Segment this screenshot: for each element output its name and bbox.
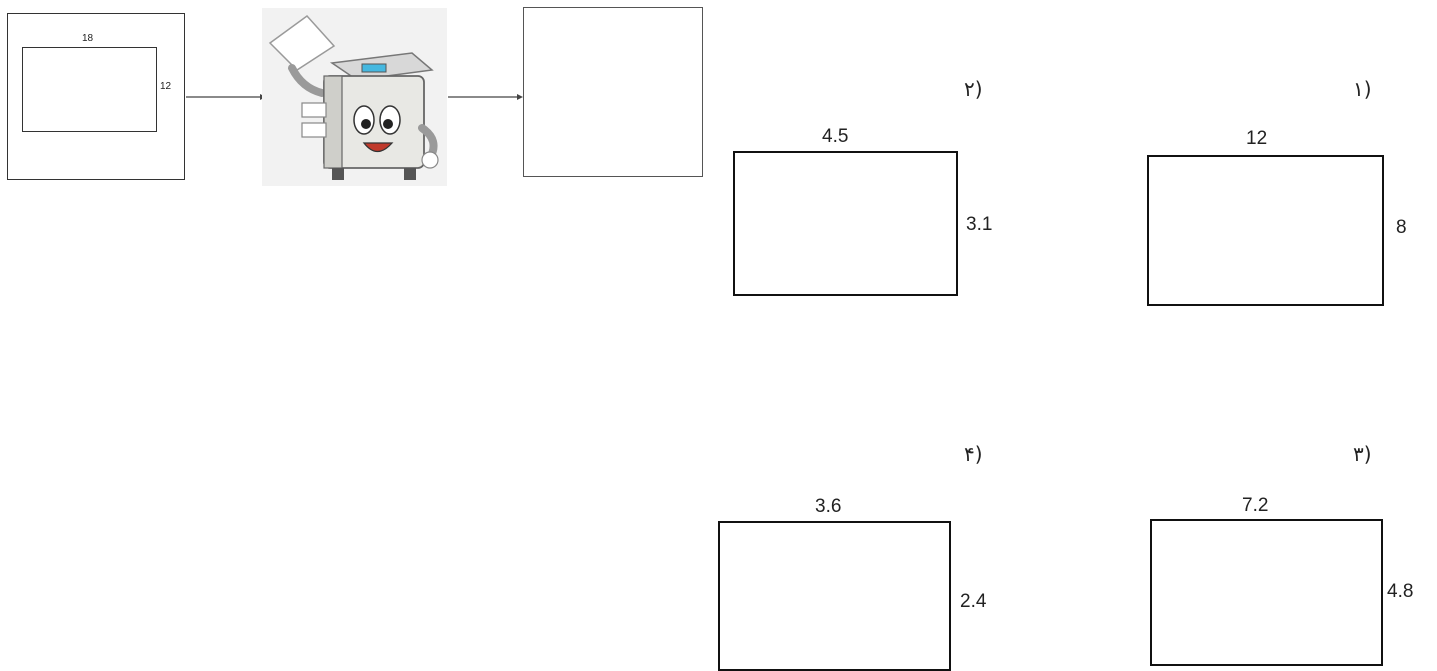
arrow-to-result: [448, 94, 523, 100]
option-2-number: ۲): [964, 77, 983, 101]
source-top-label: 18: [82, 33, 94, 44]
option-2-top-label: 4.5: [822, 126, 849, 147]
source-side-label: 12: [160, 81, 172, 92]
option-4-rectangle: [718, 521, 951, 671]
option-4-top-label: 3.6: [815, 496, 842, 517]
option-3-side-label: 4.8: [1387, 581, 1414, 602]
option-1-top-label: 12: [1246, 128, 1268, 149]
source-rectangle: [22, 47, 157, 132]
option-3-top-label: 7.2: [1242, 495, 1269, 516]
option-2-side-label: 3.1: [966, 214, 993, 235]
option-4-side-label: 2.4: [960, 591, 987, 612]
arrow-to-copier: [186, 94, 266, 100]
option-1-number: ۱): [1353, 77, 1372, 101]
source-photo-frame: [7, 13, 185, 180]
option-3-number: ۳): [1353, 442, 1372, 466]
option-3-rectangle: [1150, 519, 1383, 666]
option-1-rectangle: [1147, 155, 1384, 306]
result-frame: [523, 7, 703, 177]
photocopier-mascot-icon: [262, 8, 447, 186]
option-1-side-label: 8: [1396, 217, 1407, 238]
option-2-rectangle: [733, 151, 958, 296]
option-4-number: ۴): [964, 442, 983, 466]
